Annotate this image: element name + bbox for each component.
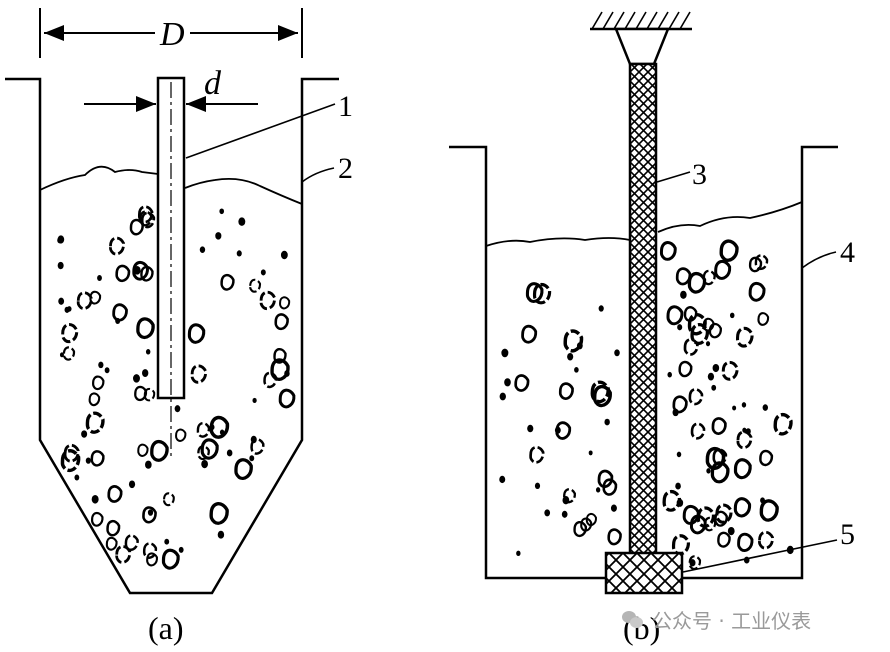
leader-4	[801, 251, 837, 269]
leader-2	[301, 167, 335, 183]
label-3: 3	[692, 158, 707, 191]
material-surface-left	[39, 165, 159, 191]
granules-a	[57, 205, 296, 570]
caption-a: (a)	[148, 610, 184, 646]
cable-clamp	[614, 27, 670, 66]
wechat-logo-icon	[622, 608, 644, 630]
watermark-text: 公众号 · 工业仪表	[652, 608, 812, 633]
dim-D-label: D	[159, 16, 185, 53]
granules-b	[499, 239, 794, 570]
leader-5	[682, 539, 838, 573]
label-5: 5	[840, 518, 855, 551]
figure-b: 3 4 5 (b)	[449, 11, 855, 646]
hopper-vessel	[5, 77, 339, 595]
label-4: 4	[840, 236, 855, 269]
watermark: 公众号 · 工业仪表	[622, 604, 872, 634]
probe-weight	[604, 551, 684, 595]
material-surface-b-right	[657, 201, 803, 233]
material-surface-right	[184, 177, 303, 205]
probe-cable	[628, 62, 658, 558]
label-2: 2	[338, 152, 353, 185]
material-surface-b-left	[485, 237, 631, 247]
leader-3	[656, 171, 691, 183]
leader-1	[185, 103, 336, 159]
figure-a: D d 1 2 (a)	[5, 8, 353, 646]
dim-d-label: d	[204, 65, 222, 102]
ceiling-hatching	[591, 11, 691, 30]
label-1: 1	[338, 90, 353, 123]
